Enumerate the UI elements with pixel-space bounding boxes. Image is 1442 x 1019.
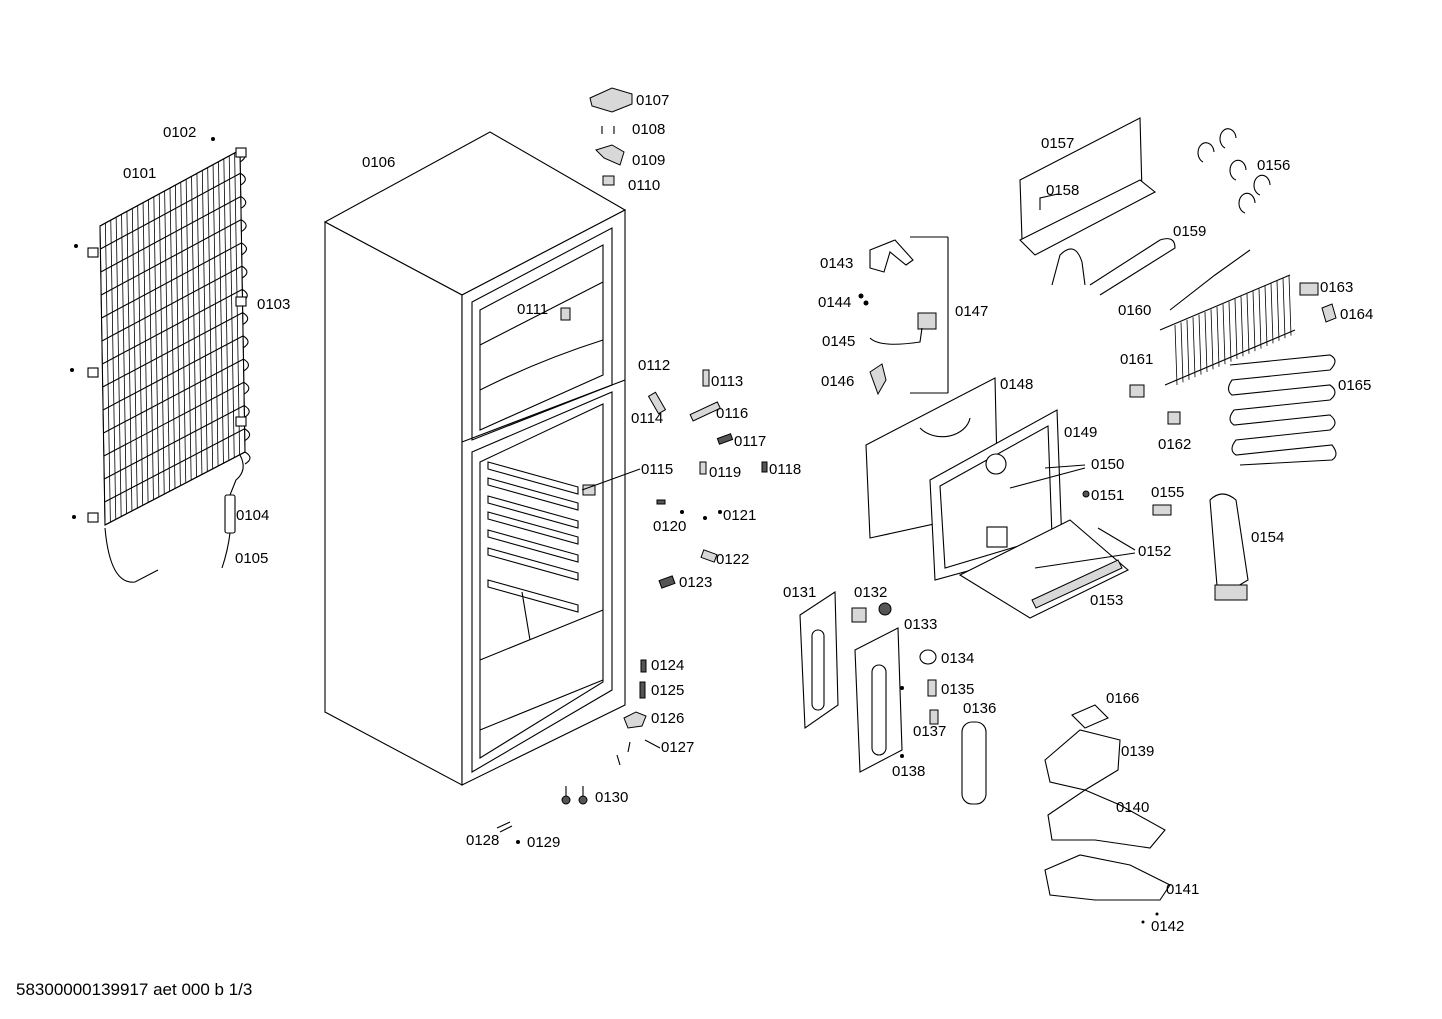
part-label-0105: 0105 bbox=[235, 550, 268, 567]
part-label-0157: 0157 bbox=[1041, 135, 1074, 152]
leader-lines bbox=[581, 464, 1136, 569]
part-label-0132: 0132 bbox=[854, 584, 887, 601]
part-label-0139: 0139 bbox=[1121, 743, 1154, 760]
part-label-0108: 0108 bbox=[632, 121, 665, 138]
part-label-0115: 0115 bbox=[641, 461, 673, 478]
fan-module-drawing bbox=[858, 236, 949, 396]
part-label-0113: 0113 bbox=[711, 373, 743, 390]
part-label-0125: 0125 bbox=[651, 682, 684, 699]
part-label-0114: 0114 bbox=[631, 410, 663, 427]
part-label-0123: 0123 bbox=[679, 574, 712, 591]
part-label-0131: 0131 bbox=[783, 584, 816, 601]
part-label-0122: 0122 bbox=[716, 551, 749, 568]
part-label-0106: 0106 bbox=[362, 154, 395, 171]
part-label-0120: 0120 bbox=[653, 518, 686, 535]
part-label-0124: 0124 bbox=[651, 657, 684, 674]
part-label-0153: 0153 bbox=[1090, 592, 1123, 609]
part-label-0128: 0128 bbox=[466, 832, 499, 849]
part-label-0140: 0140 bbox=[1116, 799, 1149, 816]
part-label-0159: 0159 bbox=[1173, 223, 1206, 240]
part-label-0118: 0118 bbox=[769, 461, 801, 478]
air-duct-panels-drawing bbox=[865, 377, 1129, 619]
part-label-0109: 0109 bbox=[632, 152, 665, 169]
part-label-0107: 0107 bbox=[636, 92, 669, 109]
part-label-0130: 0130 bbox=[595, 789, 628, 806]
part-label-0149: 0149 bbox=[1064, 424, 1097, 441]
part-label-0160: 0160 bbox=[1118, 302, 1151, 319]
part-label-0104: 0104 bbox=[236, 507, 269, 524]
part-label-0162: 0162 bbox=[1158, 436, 1191, 453]
part-label-0110: 0110 bbox=[628, 177, 660, 194]
part-label-0152: 0152 bbox=[1138, 543, 1171, 560]
part-label-0102: 0102 bbox=[163, 124, 196, 141]
part-label-0141: 0141 bbox=[1166, 881, 1199, 898]
part-label-0148: 0148 bbox=[1000, 376, 1033, 393]
part-label-0143: 0143 bbox=[820, 255, 853, 272]
document-id-label: 58300000139917 aet 000 b 1/3 bbox=[16, 980, 253, 999]
hinge-parts-drawing bbox=[496, 87, 768, 844]
part-label-0166: 0166 bbox=[1106, 690, 1139, 707]
part-label-0116: 0116 bbox=[716, 405, 748, 422]
part-label-0164: 0164 bbox=[1340, 306, 1373, 323]
part-label-0146: 0146 bbox=[821, 373, 854, 390]
part-label-0147: 0147 bbox=[955, 303, 988, 320]
part-label-0161: 0161 bbox=[1120, 351, 1153, 368]
part-label-0127: 0127 bbox=[661, 739, 694, 756]
part-label-0155: 0155 bbox=[1151, 484, 1184, 501]
part-label-0163: 0163 bbox=[1320, 279, 1353, 296]
part-label-0129: 0129 bbox=[527, 834, 560, 851]
part-label-0137: 0137 bbox=[913, 723, 946, 740]
part-label-0121: 0121 bbox=[723, 507, 756, 524]
part-label-0135: 0135 bbox=[941, 681, 974, 698]
door-liner-parts-drawing bbox=[799, 590, 987, 805]
part-label-0112: 0112 bbox=[638, 357, 670, 374]
part-label-0165: 0165 bbox=[1338, 377, 1371, 394]
evaporator-drawing bbox=[1019, 117, 1337, 601]
part-label-0144: 0144 bbox=[818, 294, 851, 311]
part-label-0158: 0158 bbox=[1046, 182, 1079, 199]
part-label-0150: 0150 bbox=[1091, 456, 1124, 473]
part-label-0111: 0111 bbox=[517, 301, 548, 318]
part-label-0133: 0133 bbox=[904, 616, 937, 633]
part-label-0119: 0119 bbox=[709, 464, 741, 481]
part-label-0103: 0103 bbox=[257, 296, 290, 313]
tray-parts-drawing bbox=[1044, 704, 1171, 924]
cabinet-drawing bbox=[323, 131, 627, 786]
part-label-0142: 0142 bbox=[1151, 918, 1184, 935]
condenser-drawing bbox=[70, 137, 251, 583]
part-label-0134: 0134 bbox=[941, 650, 974, 667]
part-label-0117: 0117 bbox=[734, 433, 766, 450]
filter-drier-drawing bbox=[221, 494, 236, 569]
part-label-0126: 0126 bbox=[651, 710, 684, 727]
part-label-0154: 0154 bbox=[1251, 529, 1284, 546]
part-label-0145: 0145 bbox=[822, 333, 855, 350]
part-label-0156: 0156 bbox=[1257, 157, 1290, 174]
part-label-0101: 0101 bbox=[123, 165, 156, 182]
part-label-0138: 0138 bbox=[892, 763, 925, 780]
part-label-0136: 0136 bbox=[963, 700, 996, 717]
part-label-0151: 0151 bbox=[1091, 487, 1124, 504]
